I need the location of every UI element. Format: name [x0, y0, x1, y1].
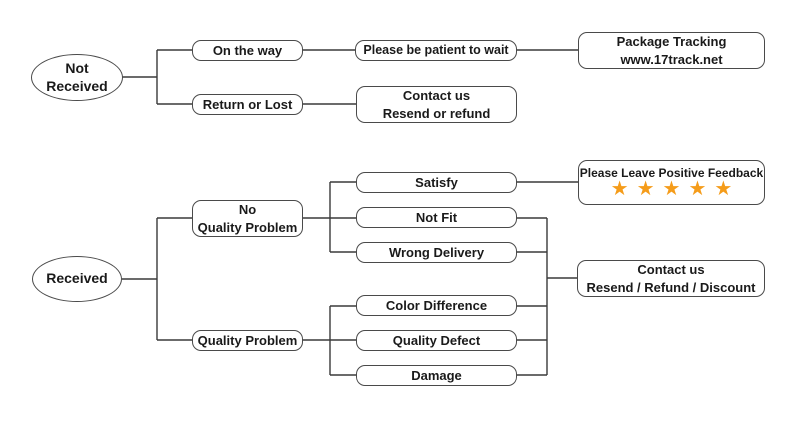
- node-please-be-patient: Please be patient to wait: [355, 40, 517, 61]
- star-icon: ★: [610, 178, 629, 201]
- node-not-received: Not Received: [31, 54, 123, 101]
- node-no-quality-problem: No Quality Problem: [192, 200, 303, 237]
- node-positive-feedback: Please Leave Positive Feedback ★ ★ ★ ★ ★: [578, 160, 765, 205]
- node-received: Received: [32, 256, 122, 302]
- node-quality-defect: Quality Defect: [356, 330, 517, 351]
- node-quality-problem: Quality Problem: [192, 330, 303, 351]
- node-contact-resend-refund-discount: Contact us Resend / Refund / Discount: [577, 260, 765, 297]
- node-damage: Damage: [356, 365, 517, 386]
- star-icon: ★: [688, 178, 707, 201]
- star-rating: ★ ★ ★ ★ ★: [611, 179, 733, 199]
- star-icon: ★: [662, 178, 681, 201]
- node-package-tracking: Package Tracking www.17track.net: [578, 32, 765, 69]
- node-not-fit: Not Fit: [356, 207, 517, 228]
- node-on-the-way: On the way: [192, 40, 303, 61]
- node-satisfy: Satisfy: [356, 172, 517, 193]
- star-icon: ★: [714, 178, 733, 201]
- node-return-or-lost: Return or Lost: [192, 94, 303, 115]
- node-contact-resend-refund: Contact us Resend or refund: [356, 86, 517, 123]
- node-wrong-delivery: Wrong Delivery: [356, 242, 517, 263]
- node-color-difference: Color Difference: [356, 295, 517, 316]
- positive-feedback-label: Please Leave Positive Feedback: [579, 165, 764, 180]
- star-icon: ★: [636, 178, 655, 201]
